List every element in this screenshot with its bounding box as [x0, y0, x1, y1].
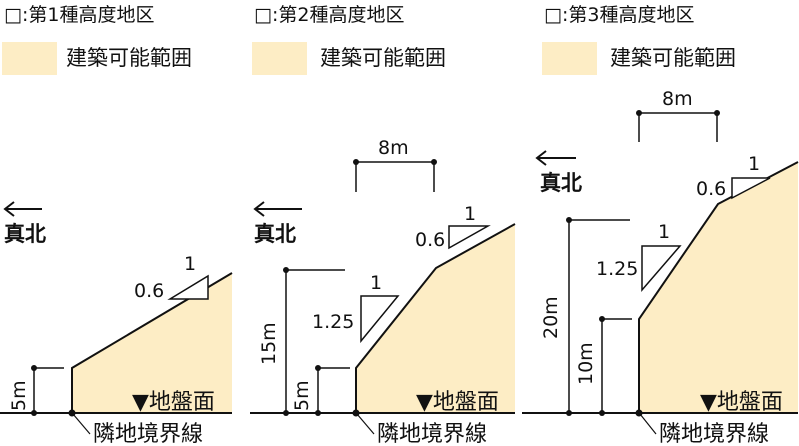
slope-1-rise: 1 — [658, 221, 670, 243]
slope-2-rise: 1 — [748, 153, 760, 175]
dimension-dot — [283, 267, 289, 273]
legend-label-1: 建築可能範囲 — [66, 46, 192, 70]
dimension-dot — [566, 217, 572, 223]
buildable-area — [639, 162, 798, 413]
north-label: 真北 — [540, 171, 582, 195]
slope-triangle-1 — [641, 245, 682, 293]
panel-2-title: □:第2種高度地区 — [254, 4, 405, 26]
dimension-dot — [315, 410, 321, 416]
diagram-3: 10m 20m 1 1.25 1 0.6 8m 真北 ▼地盤面 隣地境界線 — [522, 88, 799, 446]
offset-label: 8m — [378, 137, 409, 159]
dimension-dot — [566, 410, 572, 416]
slope-1-run: 1.25 — [596, 258, 638, 280]
boundary-leader — [356, 413, 375, 435]
panel-1-title: □:第1種高度地区 — [4, 4, 155, 26]
panel-district-2: □:第2種高度地区 建築可能範囲 5m 15m 1 1.25 1 0.6 8m … — [250, 0, 516, 446]
slope-triangle-2 — [731, 177, 771, 200]
dimension-dot — [599, 410, 605, 416]
boundary-label: 隣地境界線 — [659, 422, 769, 446]
offset-label: 8m — [662, 88, 693, 110]
slope-2-rise: 1 — [464, 203, 476, 225]
slope-triangle — [167, 274, 209, 300]
slope-triangle-2 — [448, 225, 491, 250]
legend-swatch-1 — [2, 42, 57, 75]
height-label-5m: 5m — [8, 380, 30, 411]
dimension-dot — [353, 159, 359, 165]
slope-run: 0.6 — [134, 280, 164, 302]
slope-1-rise: 1 — [370, 272, 382, 294]
north-label: 真北 — [254, 222, 296, 246]
boundary-leader — [639, 413, 657, 435]
panel-3-title: □:第3種高度地区 — [544, 4, 695, 26]
dimension-dot — [283, 410, 289, 416]
panel-district-3: □:第3種高度地区 建築可能範囲 10m 20m 1 1.25 1 0.6 8m… — [516, 0, 799, 446]
north-label: 真北 — [4, 222, 46, 246]
height-label-15m: 15m — [258, 322, 280, 365]
boundary-label: 隣地境界線 — [377, 422, 487, 446]
dimension-dot — [431, 159, 437, 165]
dimension-dot — [315, 365, 321, 371]
north-arrow-head — [253, 201, 265, 217]
legend-label-3: 建築可能範囲 — [610, 46, 736, 70]
dimension-dot — [714, 110, 720, 116]
buildable-area — [356, 224, 515, 413]
dimension-dot — [636, 110, 642, 116]
boundary-leader — [72, 413, 91, 435]
diagram-1: 5m 1 0.6 真北 ▼地盤面 隣地境界線 — [0, 201, 233, 446]
ground-surface-label: ▼地盤面 — [416, 390, 499, 415]
north-arrow-head — [3, 201, 15, 217]
slope-2-run: 0.6 — [415, 229, 445, 251]
diagram-2: 5m 15m 1 1.25 1 0.6 8m 真北 ▼地盤面 隣地境界線 — [250, 137, 516, 446]
slope-2-run: 0.6 — [696, 178, 726, 200]
slope-1-run: 1.25 — [312, 311, 354, 333]
ground-surface-label: ▼地盤面 — [700, 390, 783, 415]
dimension-dot — [31, 410, 37, 416]
height-label-5m: 5m — [291, 380, 313, 411]
boundary-line-profile — [71, 272, 233, 413]
boundary-label: 隣地境界線 — [93, 422, 203, 446]
legend-label-2: 建築可能範囲 — [320, 46, 446, 70]
ground-surface-label: ▼地盤面 — [132, 390, 215, 415]
height-label-20m: 20m — [540, 296, 562, 339]
legend-swatch-3 — [542, 42, 597, 75]
legend-swatch-2 — [252, 42, 307, 75]
slope-triangle-1 — [360, 295, 400, 344]
height-label-10m: 10m — [575, 342, 597, 385]
buildable-area — [72, 273, 232, 413]
panel-district-1: □:第1種高度地区 建築可能範囲 5m 1 0.6 真北 ▼地盤面 隣地境界線 — [0, 0, 250, 446]
north-arrow-head — [535, 150, 547, 166]
slope-rise: 1 — [184, 253, 196, 275]
dimension-dot — [599, 316, 605, 322]
dimension-dot — [31, 365, 37, 371]
boundary-line-profile — [355, 223, 516, 413]
